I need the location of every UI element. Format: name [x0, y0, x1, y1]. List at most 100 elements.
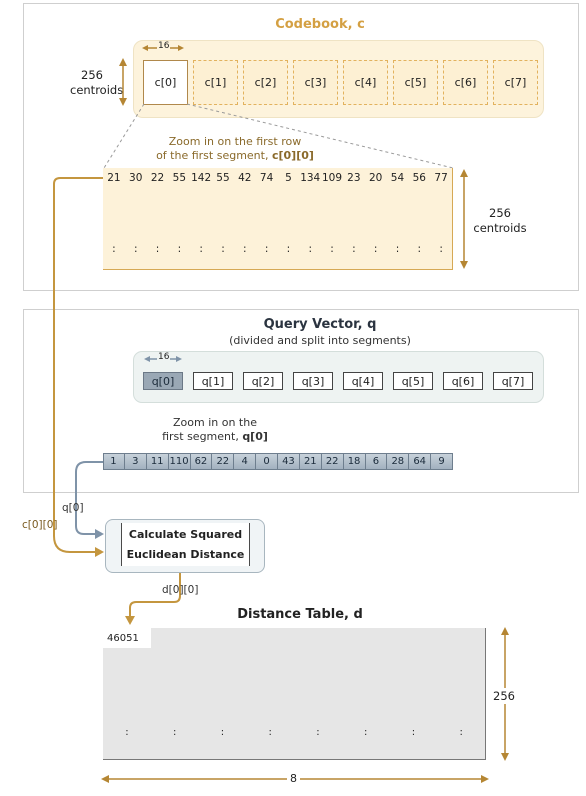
distance-table-dots: : — [246, 705, 295, 760]
codebook-segment-5: c[5] — [393, 60, 438, 105]
distance-table-first-value: 46051 — [103, 628, 152, 649]
distance-table-cell — [198, 648, 248, 668]
distance-table-cell — [246, 648, 295, 668]
query-zoom-caption-bold: q[0] — [242, 430, 268, 443]
distance-table-cell — [150, 628, 200, 649]
query-segment-value: 18 — [344, 453, 366, 470]
query-subtitle: (divided and split into segments) — [229, 334, 411, 347]
calc-label-line2: Euclidean Distance — [126, 548, 245, 561]
query-segment-value: 21 — [300, 453, 322, 470]
query-segment-value: 22 — [322, 453, 344, 470]
query-segment-3: q[3] — [293, 372, 333, 390]
codebook-row0-value: 22 — [146, 168, 170, 189]
distance-table-cell — [246, 628, 295, 649]
distance-table-cell — [341, 648, 391, 668]
query-segment-value: 22 — [212, 453, 235, 470]
distance-table-cell — [294, 686, 343, 706]
query-segment-7: q[7] — [493, 372, 533, 390]
query-segment-value: 4 — [234, 453, 257, 470]
codebook-title: Codebook, c — [275, 17, 365, 32]
codebook-segment-4: c[4] — [343, 60, 388, 105]
distance-table-cell — [198, 667, 248, 687]
distance-table-cell — [150, 686, 200, 706]
distance-table-cell — [389, 686, 439, 706]
codebook-grid-dots: : — [430, 229, 453, 270]
distance-table-cell — [437, 648, 486, 668]
query-segment-value: 64 — [409, 453, 432, 470]
codebook-zoom-caption-bold: c[0][0] — [271, 149, 314, 162]
distance-table-dots: : — [294, 705, 343, 760]
codebook-grid-rows-label: 256 centroids — [473, 206, 527, 235]
distance-table-cell — [103, 686, 152, 706]
distance-table-dots: : — [150, 705, 200, 760]
codebook-zoom-caption-prefix: of the first segment, — [156, 149, 272, 162]
distance-table-cell — [389, 628, 439, 649]
codebook-row0-value: 56 — [408, 168, 432, 189]
distance-table-cell — [294, 628, 343, 649]
distance-table-cell — [246, 667, 295, 687]
codebook-row0-value: 42 — [233, 168, 257, 189]
query-segment-value: 110 — [169, 453, 191, 470]
distance-table-dots: : — [389, 705, 439, 760]
query-segment-0: q[0] — [143, 372, 183, 390]
codebook-segment-0: c[0] — [143, 60, 188, 105]
query-segment-6: q[6] — [443, 372, 483, 390]
distance-table-cell — [341, 628, 391, 649]
distance-table-dots: : — [198, 705, 248, 760]
codebook-zoom-caption-line2: of the first segment, c[0][0] — [120, 149, 350, 163]
codebook-row0-value: 21 — [103, 168, 126, 189]
query-zoom-caption-line2: first segment, q[0] — [140, 430, 290, 444]
query-segment-value: 62 — [191, 453, 213, 470]
distance-table-cell — [437, 628, 486, 649]
codebook-zoom-caption-line1: Zoom in on the first row — [168, 135, 302, 148]
codebook-segment-3: c[3] — [293, 60, 338, 105]
codebook-row0-value: 23 — [342, 168, 366, 189]
query-segment-value: 6 — [366, 453, 388, 470]
distance-table-dots: : — [103, 705, 152, 760]
codebook-segment-2: c[2] — [243, 60, 288, 105]
query-segment-1: q[1] — [193, 372, 233, 390]
query-segment-value: 0 — [256, 453, 278, 470]
codebook-rows-arrow — [119, 58, 127, 106]
distance-table-title: Distance Table, d — [237, 607, 363, 622]
distance-table-cell — [103, 648, 152, 668]
query-segment-value: 1 — [103, 453, 125, 470]
distance-table-cell — [389, 667, 439, 687]
query-segment-4: q[4] — [343, 372, 383, 390]
codebook-row0-value: 30 — [124, 168, 148, 189]
distance-rows-label: 256 — [491, 688, 517, 704]
query-zoom-caption-prefix: first segment, — [162, 430, 243, 443]
distance-table-cell — [294, 648, 343, 668]
codebook-segment-1: c[1] — [193, 60, 238, 105]
distance-table-cell — [150, 667, 200, 687]
flow-c-label: c[0][0] — [22, 519, 58, 531]
query-zoom-caption-line1: Zoom in on the — [173, 416, 257, 429]
codebook-segment-6: c[6] — [443, 60, 488, 105]
distance-table-cell — [198, 628, 248, 649]
query-segment-width: 16 — [157, 352, 171, 362]
distance-table-cell — [341, 667, 391, 687]
codebook-zoom-caption: Zoom in on the first row of the first se… — [120, 135, 350, 163]
distance-table-cell — [437, 667, 486, 687]
distance-table-cell — [103, 667, 152, 687]
query-segment-2: q[2] — [243, 372, 283, 390]
codebook-row0-value: 54 — [386, 168, 410, 189]
query-segment-value: 11 — [147, 453, 169, 470]
distance-cols-label: 8 — [287, 772, 300, 785]
codebook-segment-7: c[7] — [493, 60, 538, 105]
codebook-grid-rows-arrow — [460, 169, 468, 269]
flow-d-label: d[0][0] — [162, 584, 199, 596]
distance-table-cell — [437, 686, 486, 706]
query-segment-value: 9 — [431, 453, 453, 470]
distance-table-dots: : — [341, 705, 391, 760]
calc-label: Calculate Squared Euclidean Distance — [121, 523, 250, 566]
distance-table-dots: : — [437, 705, 486, 760]
query-segment-value: 43 — [278, 453, 300, 470]
query-zoom-caption: Zoom in on the first segment, q[0] — [140, 416, 290, 444]
query-segment-value: 28 — [387, 453, 410, 470]
flow-q-label: q[0] — [62, 502, 84, 514]
query-segment-5: q[5] — [393, 372, 433, 390]
query-title: Query Vector, q — [263, 317, 377, 332]
codebook-rows-label: 256 centroids — [70, 68, 124, 97]
